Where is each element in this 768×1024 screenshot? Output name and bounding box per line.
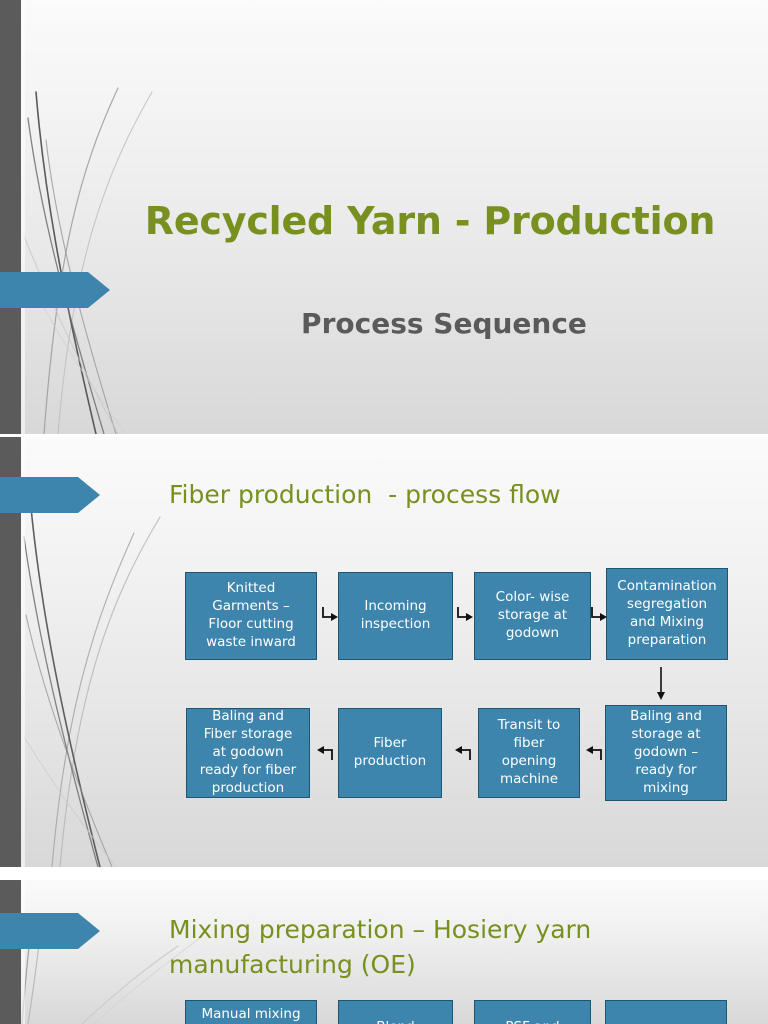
accent-chevron-slide2 (0, 477, 100, 513)
slide-fiber-production[interactable]: Fiber production - process flow Knitted … (0, 437, 768, 867)
deck-subtitle: Process Sequence (301, 307, 587, 340)
left-rail-highlight-slide3 (21, 880, 25, 1024)
connector-arrow-down (654, 666, 668, 700)
deck-title: Recycled Yarn - Production (144, 199, 716, 243)
flow-box-baling-storage-ready-mixing[interactable]: Baling and storage at godown – ready for… (605, 705, 727, 801)
connector-arrow-right-2 (455, 603, 477, 629)
flow-box-mixing-fourth[interactable] (605, 1000, 727, 1024)
connector-arrow-left-2 (451, 740, 473, 766)
connector-arrow-right-3 (589, 603, 611, 629)
slide-mixing-preparation[interactable]: Mixing preparation – Hosiery yarn manufa… (0, 880, 768, 1024)
left-rail-highlight-slide1 (21, 0, 25, 434)
connector-arrow-left-3 (582, 740, 604, 766)
section-heading-mixing-preparation: Mixing preparation – Hosiery yarn manufa… (169, 915, 600, 979)
flow-box-transit-to-fiber-opening[interactable]: Transit to fiber opening machine (478, 708, 580, 798)
flow-box-knitted-garments[interactable]: Knitted Garments – Floor cutting waste i… (185, 572, 317, 660)
left-rail-slide2 (0, 437, 21, 867)
connector-arrow-right-1 (320, 603, 342, 629)
connector-arrow-left-1 (313, 740, 335, 766)
flow-box-fiber-production[interactable]: Fiber production (338, 708, 442, 798)
flow-box-psf-and[interactable]: PSF and (474, 1000, 591, 1024)
flow-box-blend[interactable]: Blend (338, 1000, 453, 1024)
slide-divider-2 (0, 867, 768, 880)
accent-chevron-slide3 (0, 913, 100, 949)
slide-divider-1 (0, 434, 768, 437)
accent-chevron-slide1 (0, 272, 110, 308)
flow-box-color-wise-storage[interactable]: Color- wise storage at godown (474, 572, 591, 660)
section-heading-fiber-production: Fiber production - process flow (169, 480, 561, 509)
left-rail-slide1 (0, 0, 21, 434)
left-rail-slide3 (0, 880, 21, 1024)
flow-box-manual-mixing[interactable]: Manual mixing (185, 1000, 317, 1024)
flow-box-incoming-inspection[interactable]: Incoming inspection (338, 572, 453, 660)
flow-box-contamination-segregation[interactable]: Contamination segregation and Mixing pre… (606, 568, 728, 660)
slide-title[interactable]: Recycled Yarn - Production Process Seque… (0, 0, 768, 434)
flow-box-baling-fiber-storage[interactable]: Baling and Fiber storage at godown ready… (186, 708, 310, 798)
left-rail-highlight-slide2 (21, 437, 25, 867)
